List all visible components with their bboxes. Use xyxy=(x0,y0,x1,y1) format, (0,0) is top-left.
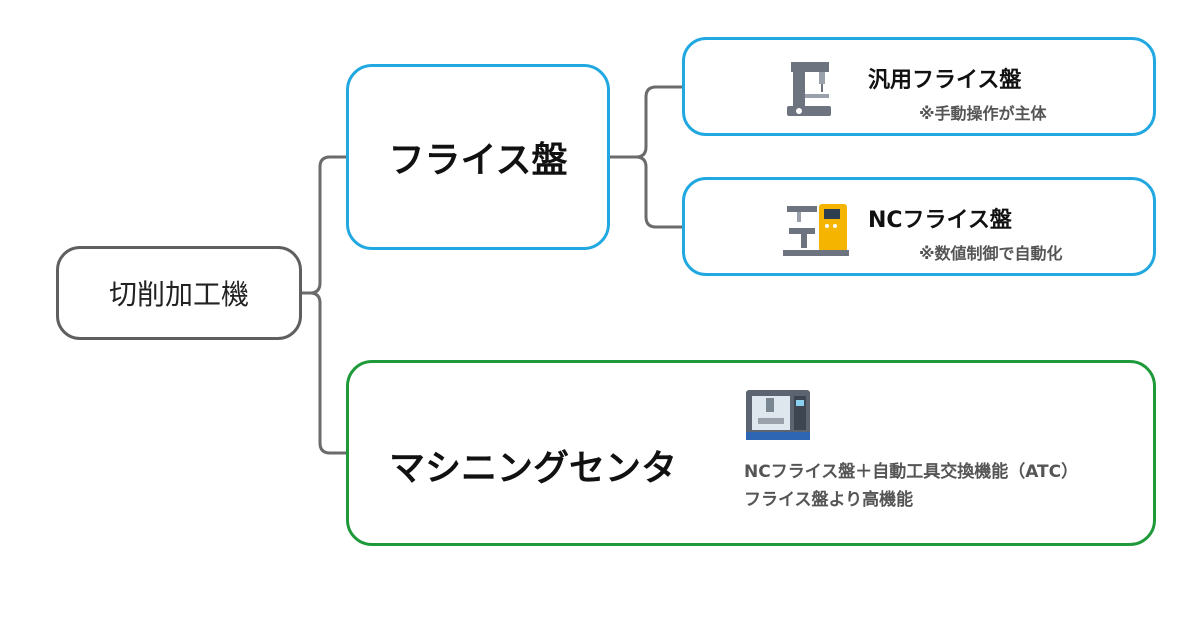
milling-label: フライス盤 xyxy=(388,140,568,181)
manual-milling-title: 汎用フライス盤 xyxy=(868,68,1022,93)
machining-center-desc-2: フライス盤より高機能 xyxy=(744,490,914,510)
manual-milling-note: ※手動操作が主体 xyxy=(919,104,1047,123)
nc-milling-note: ※数値制御で自動化 xyxy=(919,244,1063,263)
manual-milling-machine-icon xyxy=(783,58,835,124)
machining-center-icon xyxy=(744,388,812,448)
nc-milling-machine-icon xyxy=(783,198,853,264)
nc-milling-node: NCフライス盤 ※数値制御で自動化 xyxy=(682,177,1156,276)
machining-center-node: マシニングセンタ NCフライス盤＋自動工具交換機能（ATC） フライス盤より高機… xyxy=(346,360,1156,546)
milling-node: フライス盤 xyxy=(346,64,610,250)
nc-milling-title: NCフライス盤 xyxy=(868,208,1012,233)
machining-center-label: マシニングセンタ xyxy=(389,448,678,489)
root-label: 切削加工機 xyxy=(108,278,249,311)
machining-center-desc-1: NCフライス盤＋自動工具交換機能（ATC） xyxy=(744,462,1079,482)
root-node: 切削加工機 xyxy=(56,246,302,340)
manual-milling-node: 汎用フライス盤 ※手動操作が主体 xyxy=(682,37,1156,136)
